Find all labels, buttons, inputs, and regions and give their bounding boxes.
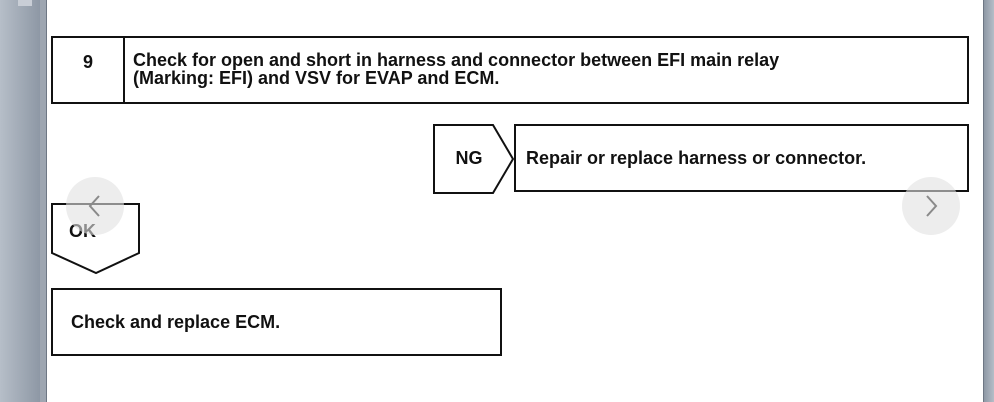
ng-label: NG	[455, 148, 483, 168]
next-page-button[interactable]	[902, 177, 960, 235]
ok-action-box: Check and replace ECM.	[51, 288, 502, 356]
previous-page-button[interactable]	[66, 177, 124, 235]
chevron-right-icon	[926, 195, 938, 217]
chevron-left-icon	[88, 195, 100, 217]
document-page: 9 Check for open and short in harness an…	[46, 0, 984, 402]
step-title-line-2: (Marking: EFI) and VSV for EVAP and ECM.	[133, 68, 500, 88]
step-title: Check for open and short in harness and …	[125, 38, 787, 102]
left-thumbnail-rail	[0, 0, 40, 402]
step-number: 9	[53, 38, 125, 102]
ng-action-box: Repair or replace harness or connector.	[514, 124, 969, 192]
step-title-line-1: Check for open and short in harness and …	[133, 50, 780, 70]
ng-action-text: Repair or replace harness or connector.	[526, 147, 867, 168]
thumbnail-tab[interactable]	[18, 0, 32, 6]
step-header-box: 9 Check for open and short in harness an…	[51, 36, 969, 104]
ng-arrow-shape	[433, 124, 515, 194]
right-rail	[984, 0, 994, 402]
ok-action-text: Check and replace ECM.	[71, 311, 281, 332]
